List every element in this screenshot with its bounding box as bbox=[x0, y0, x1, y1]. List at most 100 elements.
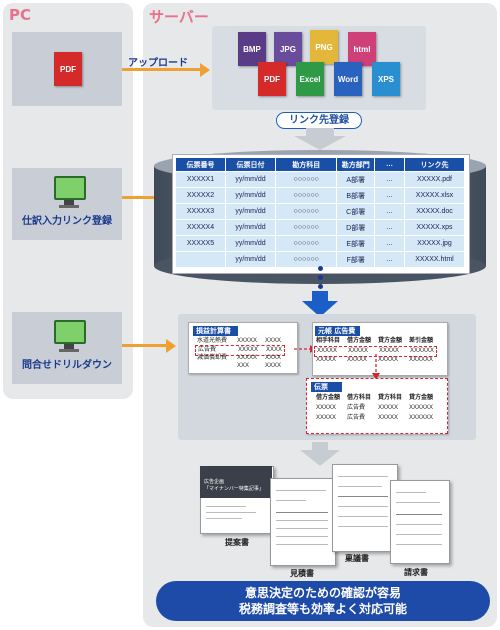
pdf-icon: PDF bbox=[54, 52, 82, 86]
summary-banner: 意思決定のための確認が容易 税務調査等も効率よく対応可能 bbox=[156, 581, 490, 621]
doc-line bbox=[338, 486, 382, 487]
doc-line bbox=[396, 514, 442, 515]
ellipsis-dot bbox=[318, 266, 323, 271]
col-slip-date: 伝票日付 bbox=[224, 157, 277, 172]
ledger-title: 元帳 広告費 bbox=[315, 326, 360, 336]
red-connector-2 bbox=[372, 354, 380, 380]
pdf-icon-label: PDF bbox=[60, 64, 76, 74]
pl-cell: XXX bbox=[237, 363, 250, 369]
proposal-label: 提案書 bbox=[225, 538, 249, 547]
server-title: サーバー bbox=[149, 8, 209, 26]
ledger-cell: XXXXX bbox=[379, 348, 400, 354]
table-cell: XXXXX1 bbox=[175, 171, 226, 188]
doc-line bbox=[206, 518, 242, 519]
doc-line bbox=[338, 506, 388, 507]
pl-cell: XXXX bbox=[265, 338, 282, 344]
pc-link-card: 仕訳入力リンク登録 bbox=[12, 168, 122, 240]
link-table: 伝票番号 伝票日付 勘方科目 勘方部門 … リンク先 XXXXX1 yy/mm/… bbox=[175, 157, 466, 268]
table-cell: XXXXX3 bbox=[175, 203, 226, 220]
ledger-header: 差引金額 bbox=[409, 338, 434, 344]
link-arrow bbox=[122, 196, 162, 199]
link-register-label: 仕訳入力リンク登録 bbox=[22, 216, 112, 227]
invoice-label: 請求書 bbox=[404, 568, 428, 577]
pl-cell: XXXX bbox=[265, 355, 282, 361]
slip-cell: XXXXX bbox=[316, 415, 337, 421]
doc-line bbox=[206, 512, 256, 513]
doc-line bbox=[338, 496, 388, 497]
pl-cell: 水道光熱費 bbox=[197, 338, 228, 344]
ledger-cell: XXXXX bbox=[347, 357, 368, 363]
approval-label: 稟議書 bbox=[345, 554, 369, 563]
table-cell: ○○○○○○ bbox=[275, 219, 338, 236]
word-icon: Word bbox=[334, 62, 362, 96]
col-slip-number: 伝票番号 bbox=[175, 157, 226, 172]
pl-cell: XXXXX bbox=[237, 338, 258, 344]
pl-cell: 広告費 bbox=[198, 347, 217, 353]
col-account: 勘方科目 bbox=[275, 157, 338, 172]
col-link-target: リンク先 bbox=[403, 157, 466, 172]
pc-pdf-card: PDF bbox=[12, 32, 122, 106]
table-cell: XXXXX.pdf bbox=[403, 171, 466, 188]
down-arrow-blue bbox=[302, 291, 338, 317]
table-row: XXXXX5 yy/mm/dd ○○○○○○ E部署 … XXXXX.jpg bbox=[175, 235, 466, 252]
slip-cell: XXXXXX bbox=[409, 415, 434, 421]
doc-line bbox=[276, 500, 306, 501]
table-cell: … bbox=[374, 219, 405, 236]
drilldown-label: 問合せドリルダウン bbox=[22, 360, 112, 371]
invoice-doc bbox=[390, 480, 450, 564]
table-cell: F部署 bbox=[336, 251, 375, 268]
slip-cell: 広告費 bbox=[347, 415, 366, 421]
slip-title: 伝票 bbox=[311, 382, 342, 392]
table-cell: A部署 bbox=[336, 171, 375, 188]
html-icon: html bbox=[348, 32, 376, 66]
doc-line bbox=[276, 536, 328, 537]
table-cell: C部署 bbox=[336, 203, 375, 220]
slip-cell: XXXXX bbox=[378, 405, 399, 411]
ledger-cell: XXXXX bbox=[316, 357, 337, 363]
doc-line bbox=[396, 492, 426, 493]
table-row: XXXXX2 yy/mm/dd ○○○○○○ B部署 … XXXXX.xlsx bbox=[175, 187, 466, 204]
proposal-cover-title: 広告企画 bbox=[204, 479, 225, 485]
table-cell: XXXXX2 bbox=[175, 187, 226, 204]
jpg-label: JPG bbox=[279, 44, 296, 54]
png-icon: PNG bbox=[310, 30, 338, 64]
slip-header: 借方科目 bbox=[347, 395, 372, 401]
ledger-header-row: 相手科目借方金額貸方金額差引金額 bbox=[316, 337, 433, 346]
ledger-header: 借方金額 bbox=[347, 338, 372, 344]
table-cell: yy/mm/dd bbox=[224, 187, 277, 204]
table-cell: … bbox=[374, 203, 405, 220]
summary-line-2: 税務調査等も効率よく対応可能 bbox=[238, 602, 407, 616]
table-cell: … bbox=[374, 187, 405, 204]
table-cell: ○○○○○○ bbox=[275, 187, 338, 204]
doc-line bbox=[338, 526, 388, 527]
pl-cell: XXXX bbox=[265, 363, 282, 369]
ledger-cell: XXXXXX bbox=[409, 357, 434, 363]
excel-icon: Excel bbox=[296, 62, 324, 96]
bmp-label: BMP bbox=[243, 44, 261, 54]
slip-cell: XXXXX bbox=[316, 405, 337, 411]
pl-cell: XXXX bbox=[266, 347, 283, 353]
ledger-cell: XXXXX bbox=[317, 348, 338, 354]
table-row: XXXXX1 yy/mm/dd ○○○○○○ A部署 … XXXXX.pdf bbox=[175, 171, 466, 188]
doc-line bbox=[276, 544, 328, 545]
col-department: 勘方部門 bbox=[336, 157, 375, 172]
pc-title: PC bbox=[9, 6, 32, 24]
table-cell: B部署 bbox=[336, 187, 375, 204]
doc-line bbox=[276, 490, 326, 491]
pc-drill-card: 問合せドリルダウン bbox=[12, 312, 122, 384]
table-cell: XXXXX4 bbox=[175, 219, 226, 236]
summary-line-1: 意思決定のための確認が容易 bbox=[244, 586, 401, 600]
bmp-icon: BMP bbox=[238, 32, 266, 66]
slip-cell: XXXXX bbox=[378, 415, 399, 421]
xps-icon: XPS bbox=[372, 62, 400, 96]
table-cell: XXXXX.doc bbox=[403, 203, 466, 220]
table-cell: … bbox=[374, 171, 405, 188]
monitor-base bbox=[59, 349, 79, 352]
slip-cell: XXXXXX bbox=[409, 405, 434, 411]
ledger-cell: XXXXXX bbox=[410, 348, 435, 354]
table-row: yy/mm/dd ○○○○○○ F部署 … XXXXX.html bbox=[175, 251, 466, 268]
slip-header: 借方金額 bbox=[316, 395, 341, 401]
